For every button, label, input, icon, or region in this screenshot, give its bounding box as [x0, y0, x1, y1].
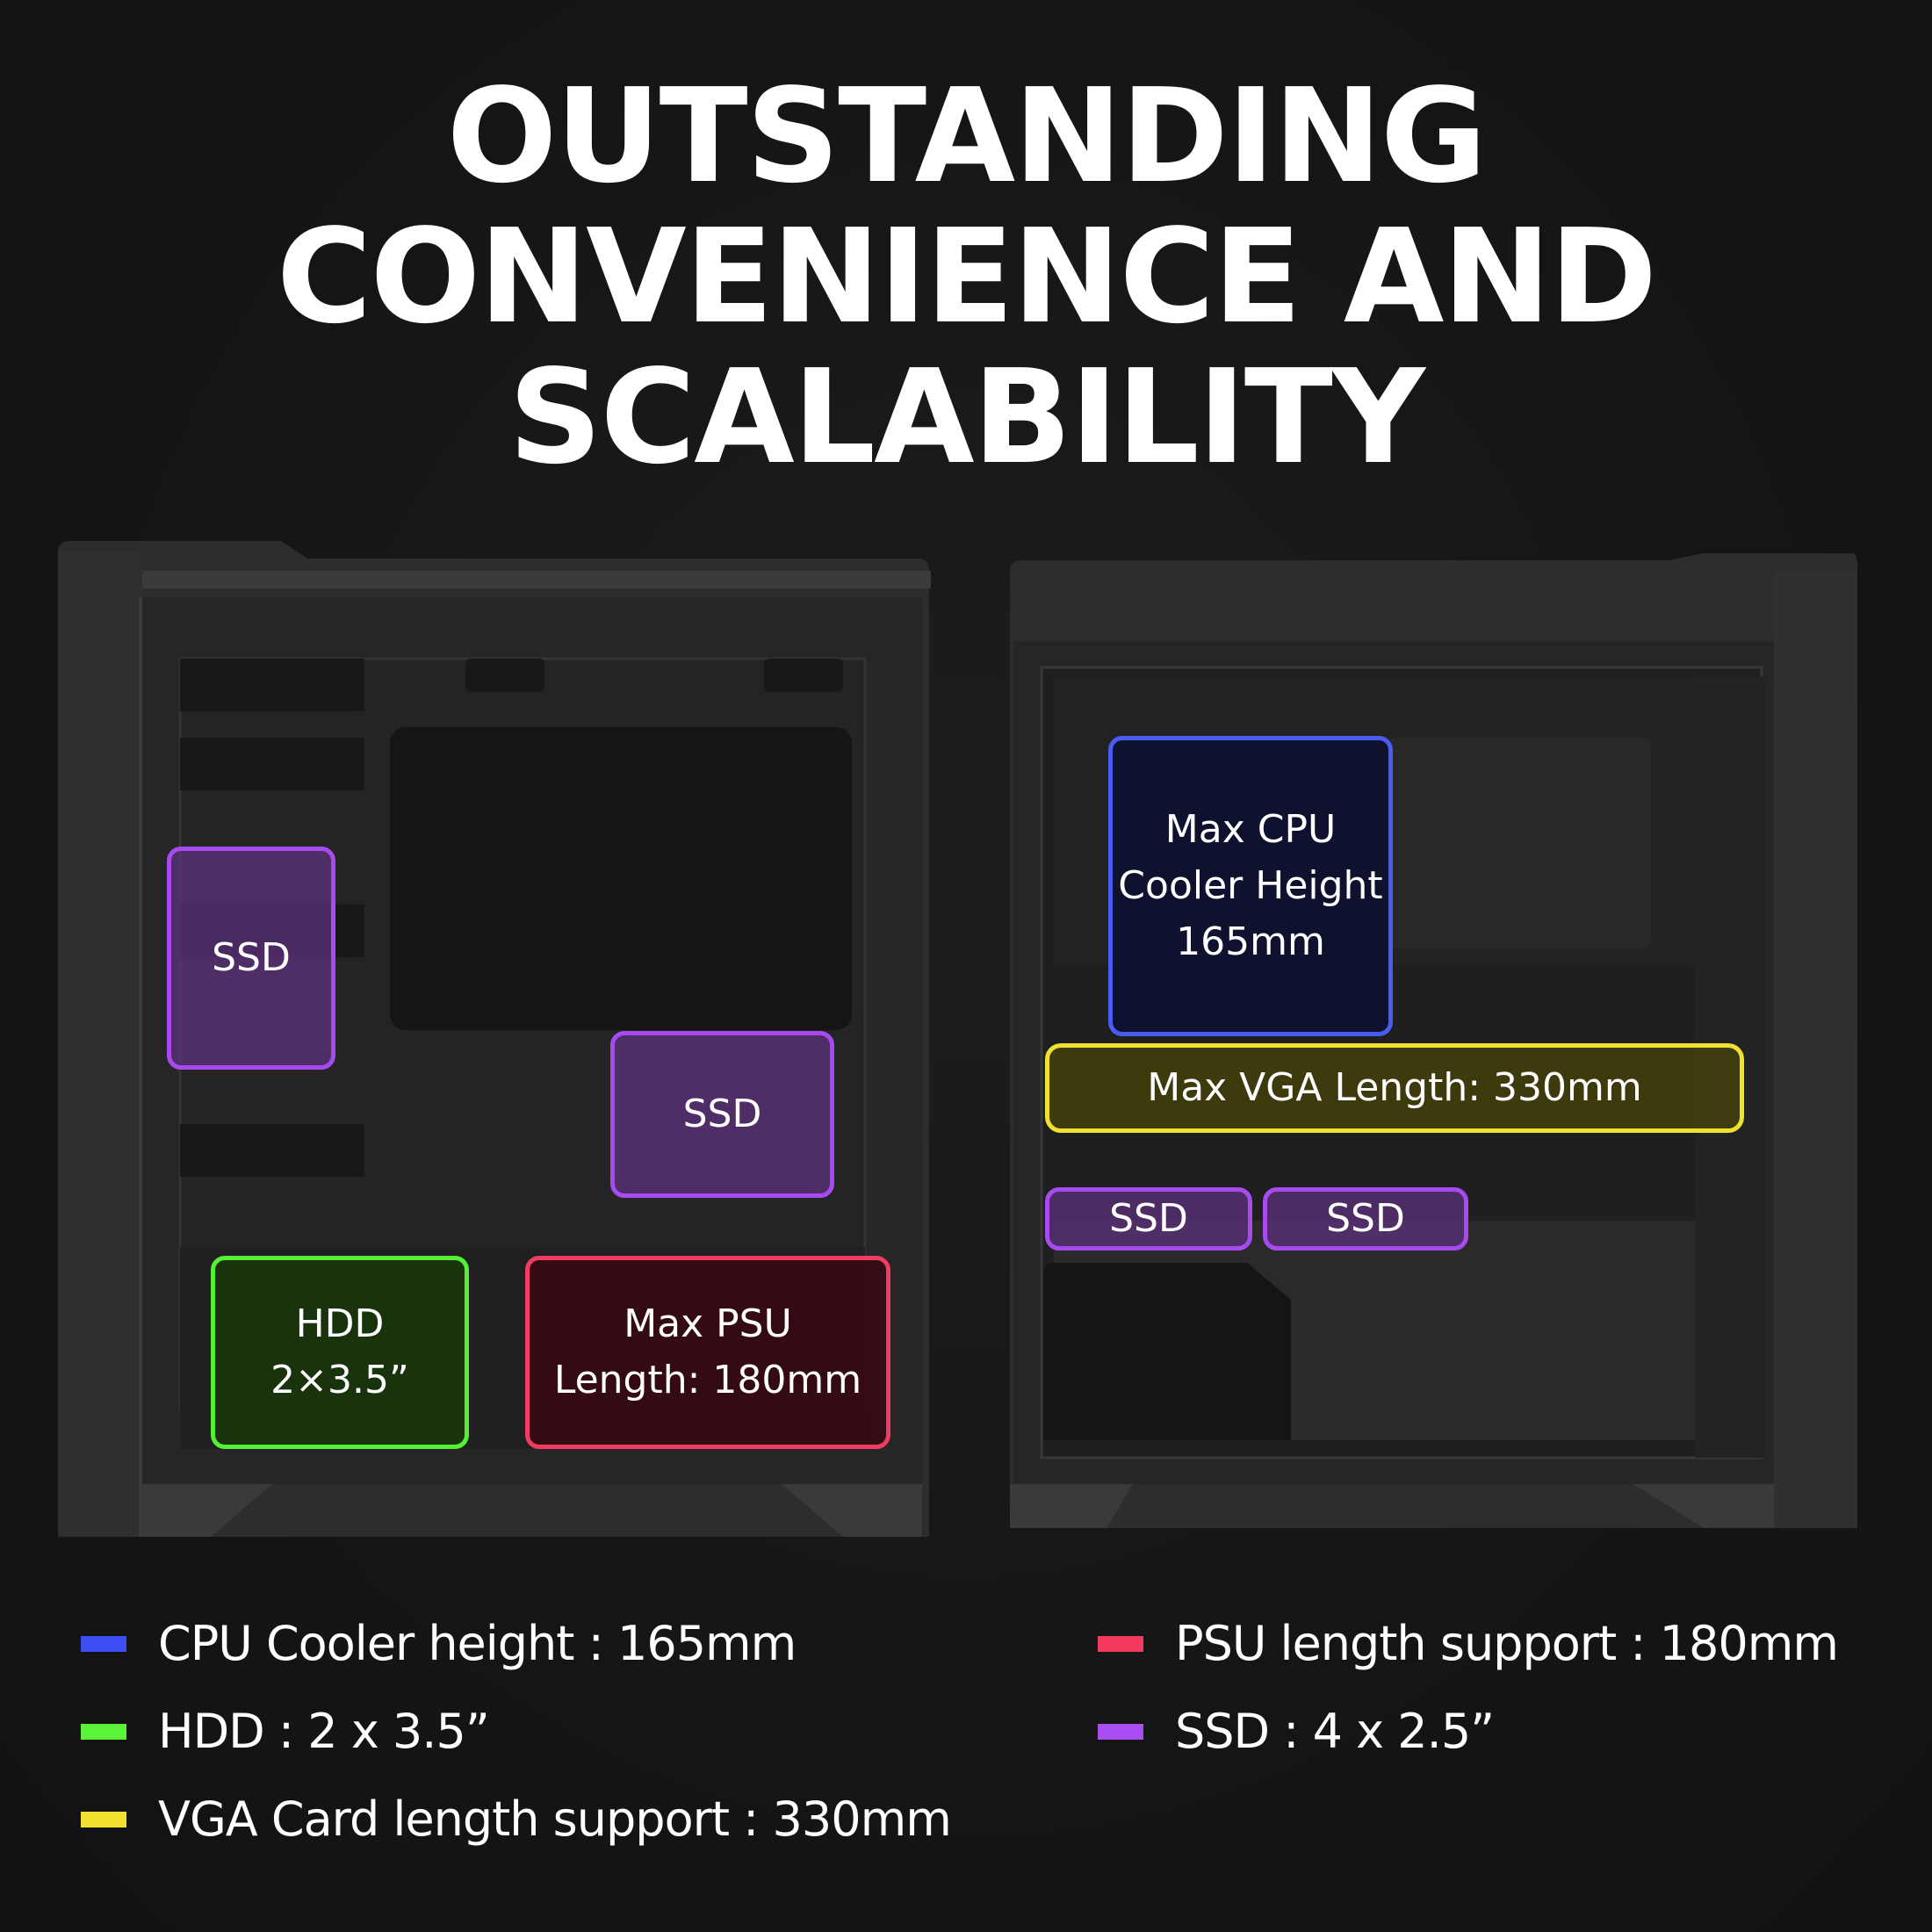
cpu-label-line-2: Cooler Height — [1118, 863, 1383, 908]
psu-label-line-1: Max PSU — [624, 1301, 792, 1346]
cpu-label-line-3: 165mm — [1176, 919, 1325, 964]
legend-hdd: HDD : 2 x 3.5” — [81, 1704, 490, 1759]
legend-label: PSU length support : 180mm — [1175, 1616, 1839, 1671]
legend-cpu: CPU Cooler height : 165mm — [81, 1616, 797, 1671]
title-line-2: CONVENIENCE AND — [276, 201, 1657, 352]
ssd-callout-center: SSD — [610, 1031, 834, 1198]
psu-callout: Max PSU Length: 180mm — [525, 1256, 890, 1449]
vga-label: Max VGA Length: 330mm — [1147, 1065, 1642, 1110]
hdd-label: HDD — [295, 1301, 385, 1346]
ssd-callout-right-b: SSD — [1263, 1187, 1468, 1251]
legend-swatch-blue — [81, 1635, 126, 1652]
legend-label: VGA Card length support : 330mm — [158, 1791, 952, 1847]
ssd-label: SSD — [1326, 1196, 1405, 1241]
cpu-cooler-callout: Max CPU Cooler Height 165mm — [1108, 736, 1393, 1036]
ssd-callout-right-a: SSD — [1045, 1187, 1252, 1251]
ssd-callout-left: SSD — [167, 847, 335, 1070]
title-line-3: SCALABILITY — [508, 342, 1425, 493]
title-line-1: OUTSTANDING — [446, 61, 1488, 212]
ssd-label: SSD — [1109, 1196, 1188, 1241]
cpu-label-line-1: Max CPU — [1164, 807, 1337, 852]
legend-vga: VGA Card length support : 330mm — [81, 1791, 952, 1847]
ssd-label: SSD — [212, 935, 291, 980]
legend-ssd: SSD : 4 x 2.5” — [1098, 1704, 1495, 1759]
legend-label: CPU Cooler height : 165mm — [158, 1616, 797, 1671]
legend-swatch-green — [81, 1723, 126, 1740]
vga-callout: Max VGA Length: 330mm — [1045, 1043, 1744, 1133]
legend-swatch-yellow — [81, 1811, 126, 1827]
legend-psu: PSU length support : 180mm — [1098, 1616, 1839, 1671]
hdd-callout: HDD 2×3.5” — [211, 1256, 469, 1449]
page-title: OUTSTANDING CONVENIENCE AND SCALABILITY — [0, 66, 1932, 487]
legend-swatch-purple — [1098, 1723, 1143, 1740]
legend-swatch-red — [1098, 1635, 1143, 1652]
legend-label: SSD : 4 x 2.5” — [1175, 1704, 1495, 1759]
legend-label: HDD : 2 x 3.5” — [158, 1704, 490, 1759]
ssd-label: SSD — [682, 1092, 762, 1136]
psu-label-line-2: Length: 180mm — [553, 1358, 862, 1402]
hdd-size: 2×3.5” — [270, 1358, 409, 1402]
